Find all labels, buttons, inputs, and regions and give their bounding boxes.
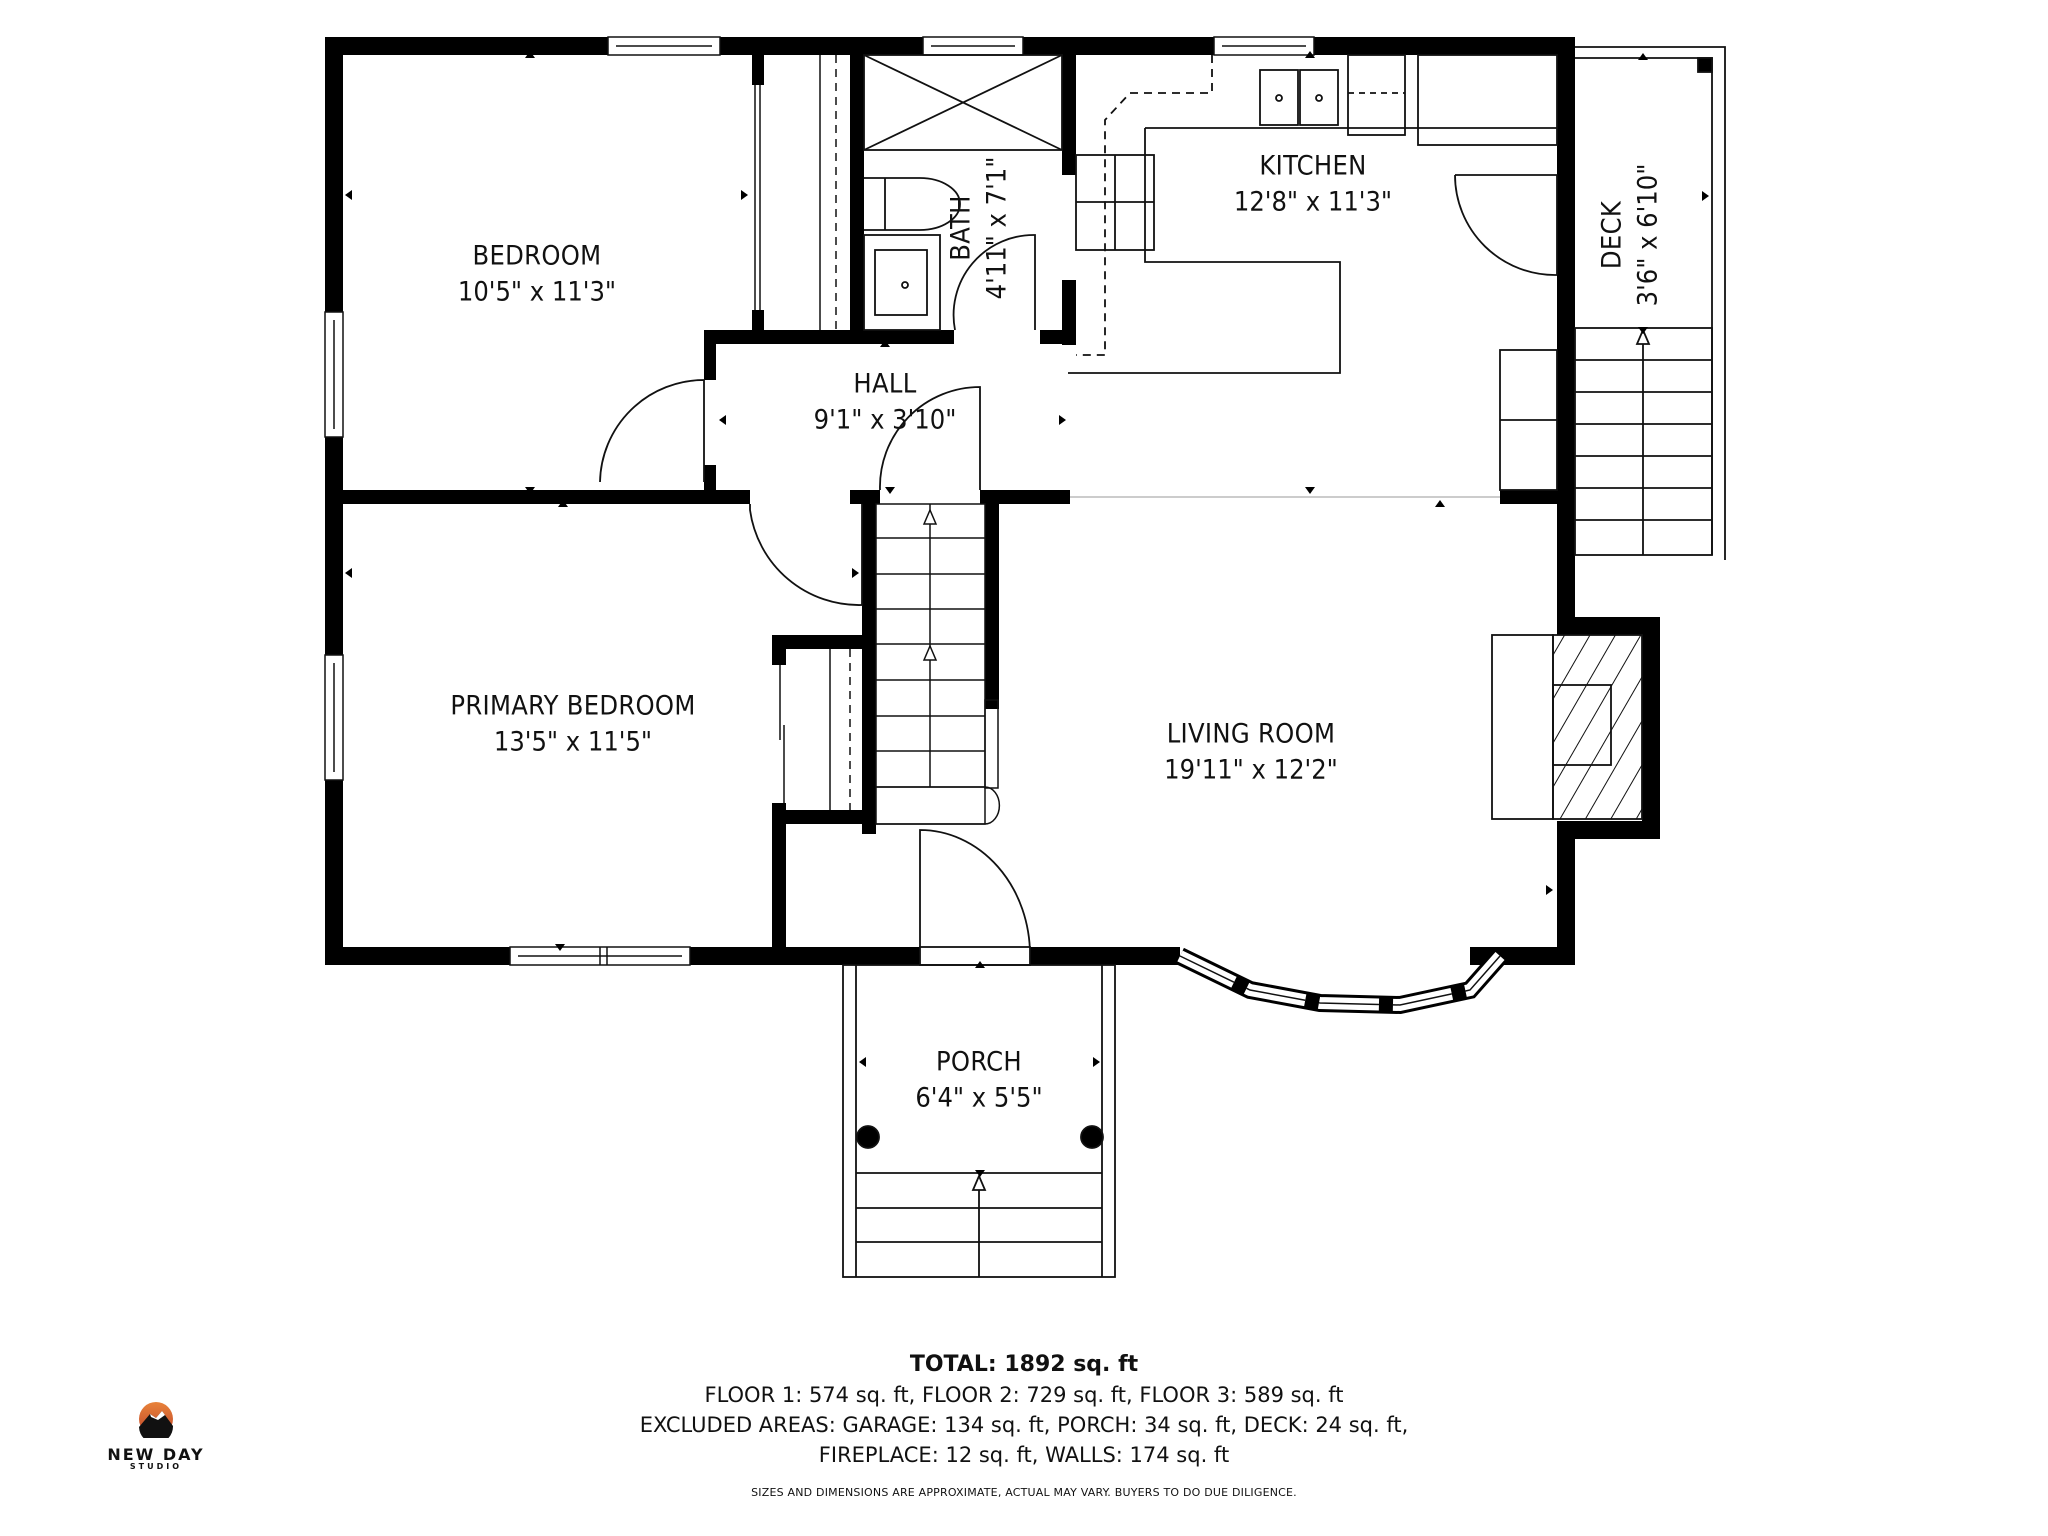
room-name: PRIMARY BEDROOM (450, 690, 696, 722)
room-name: HALL (853, 368, 917, 400)
kitchen-fixtures (1068, 54, 1558, 491)
dimension-markers (345, 51, 1709, 1177)
mountain-sun-icon (139, 1402, 174, 1444)
room-label-kitchen: KITCHEN 12'8" x 11'3" (1234, 149, 1392, 222)
logo-sub: STUDIO (129, 1462, 183, 1471)
bath-fixtures (863, 54, 1063, 331)
room-label-bedroom: BEDROOM 10'5" x 11'3" (458, 239, 616, 312)
new-day-studio-logo: NEW DAY STUDIO (92, 1400, 220, 1471)
hall-doors (599, 379, 981, 606)
porch (842, 964, 1116, 1278)
room-name: DECK (1596, 200, 1628, 270)
room-name: KITCHEN (1259, 150, 1367, 182)
room-label-primary-bedroom: PRIMARY BEDROOM 13'5" x 11'5" (450, 689, 695, 762)
room-dimensions: 10'5" x 11'3" (457, 277, 617, 308)
excluded-areas-cont: FIREPLACE: 12 sq. ft, WALLS: 174 sq. ft (818, 1443, 1230, 1467)
room-dimensions: 13'5" x 11'5" (493, 727, 653, 758)
room-label-deck: DECK 3'6" x 6'10" (1595, 164, 1668, 307)
room-dimensions: 6'4" x 5'5" (915, 1083, 1043, 1114)
windows (324, 36, 1315, 966)
room-label-hall: HALL 9'1" x 3'10" (814, 367, 957, 440)
bay-window (1176, 947, 1507, 1015)
primary-closet (779, 649, 851, 810)
total-area: TOTAL: 1892 sq. ft (909, 1352, 1139, 1377)
room-dimensions: 9'1" x 3'10" (813, 405, 957, 436)
room-dimensions: 4'11" x 7'1" (982, 156, 1013, 300)
logo-brand: NEW DAY (107, 1445, 205, 1464)
room-name: BEDROOM (472, 240, 602, 272)
room-label-bath: BATH 4'11" x 7'1" (944, 157, 1017, 300)
disclaimer: SIZES AND DIMENSIONS ARE APPROXIMATE, AC… (751, 1486, 1297, 1499)
room-name: LIVING ROOM (1166, 718, 1336, 750)
room-dimensions: 3'6" x 6'10" (1633, 163, 1664, 307)
entry-door (919, 829, 1031, 966)
room-name: PORCH (935, 1046, 1023, 1078)
interior-stairs (875, 503, 1001, 825)
floor-areas: FLOOR 1: 574 sq. ft, FLOOR 2: 729 sq. ft… (704, 1383, 1344, 1407)
room-dimensions: 12'8" x 11'3" (1233, 187, 1393, 218)
bedroom-closet (754, 55, 837, 330)
room-label-porch: PORCH 6'4" x 5'5" (915, 1045, 1042, 1118)
room-dimensions: 19'11" x 12'2" (1164, 755, 1338, 786)
room-name: BATH (945, 195, 977, 261)
excluded-areas: EXCLUDED AREAS: GARAGE: 134 sq. ft, PORC… (639, 1413, 1409, 1437)
area-summary: TOTAL: 1892 sq. ft FLOOR 1: 574 sq. ft, … (0, 1350, 2048, 1470)
room-label-living-room: LIVING ROOM 19'11" x 12'2" (1164, 717, 1338, 790)
fireplace (1491, 634, 1643, 820)
